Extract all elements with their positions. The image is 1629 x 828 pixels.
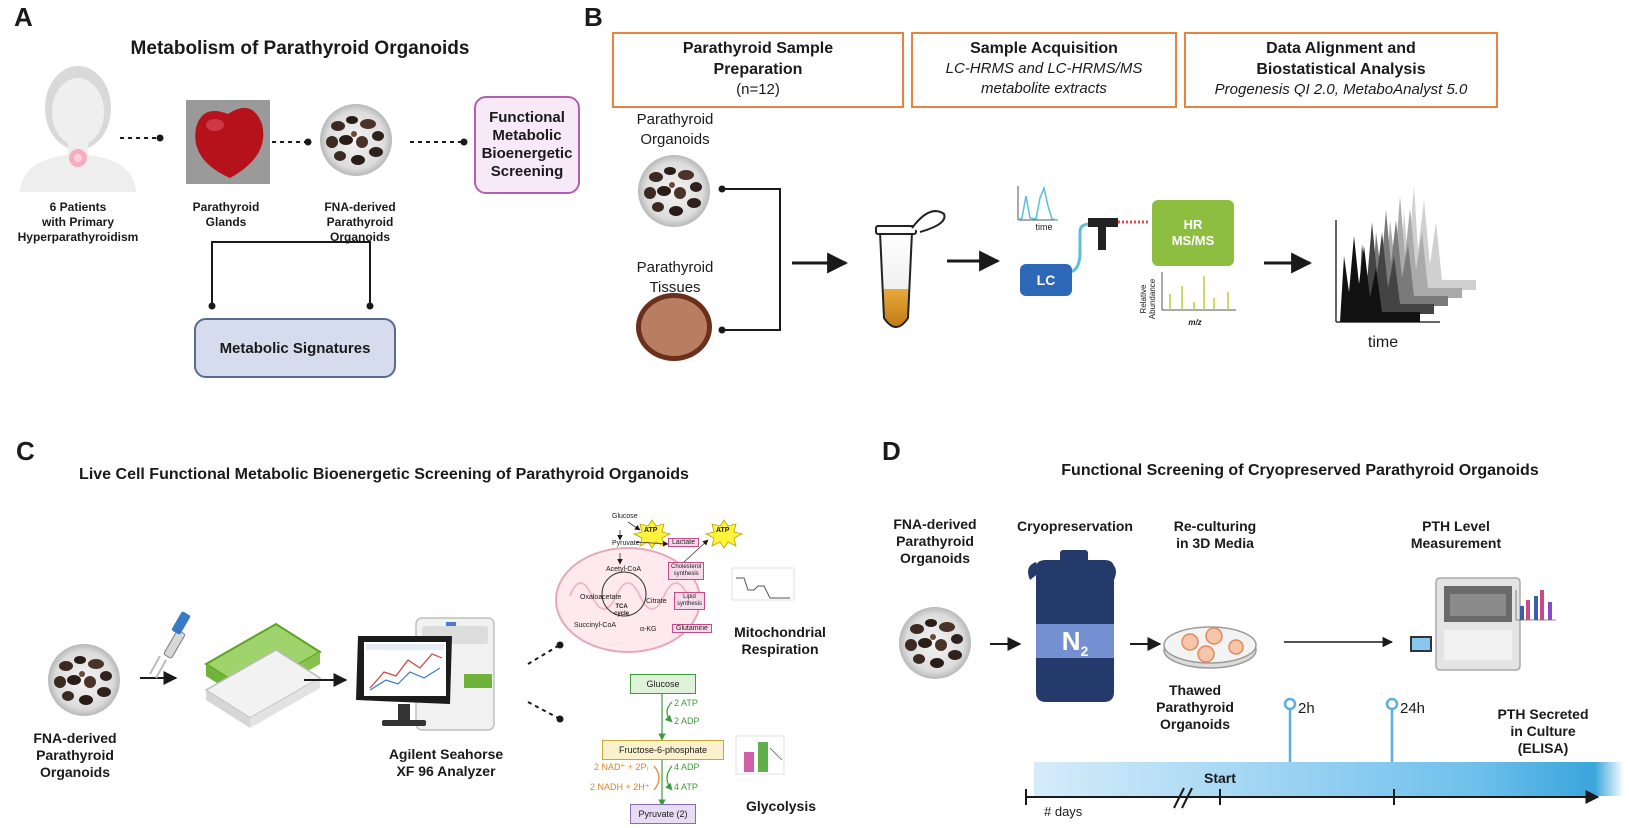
chromatogram-icon xyxy=(1017,185,1059,221)
atp-burst-2 xyxy=(704,519,744,549)
glyco-4adp: 4 ADP xyxy=(674,762,700,772)
atp-label-2: ATP xyxy=(716,527,730,534)
pathway-glutamine: Glutamine xyxy=(672,624,712,633)
ocr-mini-chart xyxy=(731,567,795,601)
atp-label-1: ATP xyxy=(644,527,658,534)
pathway-lactate: Lactate xyxy=(668,538,699,547)
n2-label: N2 xyxy=(1036,624,1114,660)
start-label: Start xyxy=(1204,770,1236,786)
organoid-image-d xyxy=(899,607,971,679)
lc-ms-connector xyxy=(1069,218,1150,274)
sample-acquisition-method: LC-HRMS and LC-HRMS/MS metabolite extrac… xyxy=(945,60,1143,97)
lc-block: LC xyxy=(1020,264,1072,296)
functional-screening-box: Functional Metabolic Bioenergetic Screen… xyxy=(474,96,580,194)
panel-d-title: Functional Screening of Cryopreserved Pa… xyxy=(1061,462,1539,479)
pathway-oxaloacetate: Oxaloacetate xyxy=(580,594,622,601)
metabolic-signatures-box: Metabolic Signatures xyxy=(194,318,396,378)
pathway-pyruvate: Pyruvate xyxy=(612,540,640,547)
data-alignment-software: Progenesis QI 2.0, MetaboAnalyst 5.0 xyxy=(1214,81,1468,98)
panel-label-c: C xyxy=(16,436,35,466)
sample-count: (n=12) xyxy=(736,81,780,98)
data-alignment-title: Data Alignment and Biostatistical Analys… xyxy=(1256,40,1426,78)
parathyroid-organoids-label: Parathyroid Organoids xyxy=(636,111,714,148)
elisa-reader-icon xyxy=(1410,577,1521,671)
cryopreservation-label: Cryopreservation xyxy=(1017,518,1133,534)
sample-preparation-title: Parathyroid Sample Preparation xyxy=(682,40,834,78)
organoid-image-b xyxy=(638,155,710,227)
glyco-2atp: 2 ATP xyxy=(674,698,698,708)
atp-burst-1 xyxy=(632,519,672,549)
spectra-time-label: time xyxy=(1367,334,1399,351)
elisa-mini-chart xyxy=(1515,590,1556,621)
time-2h-label: 2h xyxy=(1298,700,1315,717)
patient-illustration xyxy=(20,66,136,192)
3d-spectra-plot xyxy=(1335,186,1476,323)
n2-symbol: N xyxy=(1061,626,1081,656)
panel-a-title: Metabolism of Parathyroid Organoids xyxy=(130,38,470,59)
thawed-organoids-label: Thawed Parathyroid Organoids xyxy=(1156,682,1234,732)
pathway-lipid: Lipid synthesis xyxy=(674,592,706,610)
fna-organoids-label-a: FNA-derived Parathyroid Organoids xyxy=(324,200,396,244)
mz-label: m/z xyxy=(1188,318,1202,327)
n2-subscript: 2 xyxy=(1080,643,1089,660)
pth-measurement-label: PTH Level Measurement xyxy=(1410,518,1502,551)
glycolysis-label: Glycolysis xyxy=(745,798,817,814)
pathway-akg: α-KG xyxy=(640,626,657,633)
panel-label-d: D xyxy=(882,436,901,466)
panel-label-b: B xyxy=(584,2,603,32)
reculturing-label: Re-culturing in 3D Media xyxy=(1173,518,1257,551)
glyco-nad: 2 NAD⁺ + 2Pᵢ xyxy=(594,762,648,772)
pth-secreted-label: PTH Secreted in Culture (ELISA) xyxy=(1497,706,1589,756)
glyco-glucose: Glucose xyxy=(630,674,696,694)
petri-dish-icon xyxy=(1163,626,1257,669)
pathway-cholesterol: Cholesterol synthesis xyxy=(668,562,705,580)
well-plate-icon xyxy=(204,622,322,728)
fna-organoids-label-c: FNA-derived Parathyroid Organoids xyxy=(33,730,117,780)
pathway-citrate: Citrate xyxy=(646,598,667,605)
glyco-4atp: 4 ATP xyxy=(674,782,698,792)
analyzer-label: Agilent Seahorse XF 96 Analyzer xyxy=(388,746,504,779)
glyco-2adp: 2 ADP xyxy=(674,716,700,726)
relative-abundance-label: Relative Abundance xyxy=(1139,278,1157,320)
organoid-image-c xyxy=(48,644,120,716)
glands-label: Parathyroid Glands xyxy=(192,200,260,229)
pathway-glucose: Glucose xyxy=(612,513,638,520)
pathway-acetyl-coa: Acetyl-CoA xyxy=(606,566,642,573)
ecar-mini-chart xyxy=(735,735,785,775)
days-label: # days xyxy=(1044,804,1083,819)
pipette-icon xyxy=(149,611,191,679)
organoid-image-a xyxy=(320,104,392,176)
mito-respiration-label: Mitochondrial Respiration xyxy=(734,624,826,657)
tissue-image xyxy=(636,293,712,361)
data-alignment-box: Data Alignment and Biostatistical Analys… xyxy=(1184,32,1498,108)
n2-dewar-icon xyxy=(1028,550,1116,702)
glyco-nadh: 2 NADH + 2H⁺ xyxy=(590,782,650,792)
glyco-f6p: Fructose-6-phosphate xyxy=(602,740,724,760)
parathyroid-tissues-label: Parathyroid Tissues xyxy=(636,259,714,296)
glyco-pyruvate: Pyruvate (2) xyxy=(630,804,696,824)
seahorse-analyzer-icon xyxy=(356,617,495,731)
pathway-tca: TCA cycle xyxy=(614,604,630,617)
panel-c-title: Live Cell Functional Metabolic Bioenerge… xyxy=(79,466,689,483)
sample-preparation-box: Parathyroid Sample Preparation (n=12) xyxy=(612,32,904,108)
sample-acquisition-title: Sample Acquisition xyxy=(970,40,1118,57)
mass-spectrum-icon xyxy=(1161,272,1236,311)
pathway-succinyl: Succinyl-CoA xyxy=(574,622,617,629)
fna-organoids-label-d: FNA-derived Parathyroid Organoids xyxy=(893,516,977,566)
hr-ms-block: HR MS/MS xyxy=(1152,200,1234,266)
sample-acquisition-box: Sample Acquisition LC-HRMS and LC-HRMS/M… xyxy=(911,32,1177,108)
gland-photo xyxy=(186,100,270,184)
patients-label: 6 Patients with Primary Hyperparathyroid… xyxy=(17,200,139,244)
chromatogram-time-label: time xyxy=(1035,222,1053,232)
panel-label-a: A xyxy=(14,2,33,32)
timeline-band xyxy=(1034,762,1624,796)
time-24h-label: 24h xyxy=(1400,700,1426,717)
mitochondrion-diagram xyxy=(555,547,701,653)
sample-tube-icon xyxy=(875,210,946,328)
